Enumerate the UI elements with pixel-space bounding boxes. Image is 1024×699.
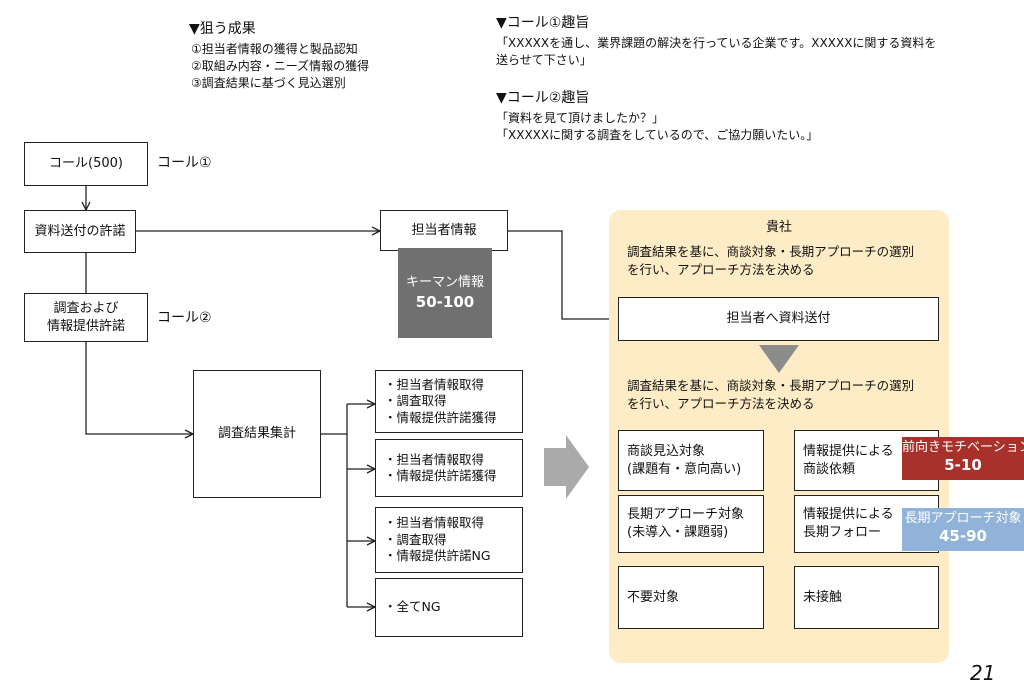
keyman-box: キーマン情報 50-100 — [398, 248, 492, 338]
call-2-label: コール② — [157, 310, 212, 326]
badge-label: 前向きモチベーション — [902, 440, 1024, 455]
row-text: 情報提供による — [803, 507, 894, 523]
client-desc: 調査結果を基に、商談対象・長期アプローチの選別 を行い、アプローチ方法を決める — [627, 243, 914, 278]
goal-item: ②取組み内容・ニーズ情報の獲得 — [191, 58, 370, 73]
consent-box: 資料送付の許諾 — [24, 210, 136, 253]
row-text: 未接触 — [803, 589, 843, 605]
client-title: 貴社 — [765, 220, 792, 235]
outcome-box-1: ・担当者情報取得 ・調査取得 ・情報提供許諾獲得 — [375, 370, 523, 433]
goal-item: ①担当者情報の獲得と製品認知 — [191, 42, 358, 56]
contact-info-box: 担当者情報 — [380, 210, 508, 251]
row-text: 長期アプローチ対象 — [627, 507, 745, 523]
outcome-item: ・全てNG — [384, 599, 441, 615]
keyman-value: 50-100 — [415, 293, 475, 312]
send-material-box: 担当者へ資料送付 — [618, 297, 939, 341]
call1-title: ▼コール①趣旨 — [496, 15, 590, 31]
call1-line: 送らせて下さい」 — [496, 52, 592, 67]
outcome-item: ・情報提供許諾獲得 — [384, 409, 497, 425]
outcome-item: ・情報提供許諾獲得 — [384, 468, 497, 483]
aggregate-box: 調査結果集計 — [193, 370, 321, 498]
outcome-item: ・担当者情報取得 — [384, 376, 485, 392]
outcome-item: ・担当者情報取得 — [384, 451, 485, 467]
badge-value: 5-10 — [944, 456, 982, 475]
row-1-left-box: 商談見込対象 (課題有・意向高い) — [618, 430, 764, 491]
goal-item: ③調査結果に基づく見込選別 — [191, 75, 346, 90]
survey-consent-box: 調査および 情報提供許諾 — [24, 293, 148, 342]
client-desc-2: 調査結果を基に、商談対象・長期アプローチの選別 を行い、アプローチ方法を決める — [627, 377, 914, 412]
badge-label: 長期アプローチ対象 — [904, 511, 1022, 526]
call2-title: ▼コール②趣旨 — [496, 90, 590, 106]
down-triangle-icon — [759, 345, 799, 373]
client-desc-line: 調査結果を基に、商談対象・長期アプローチの選別 — [627, 244, 915, 259]
row-text: 情報提供による — [803, 443, 894, 459]
badge-value: 45-90 — [939, 527, 987, 546]
keyman-label: キーマン情報 — [405, 275, 484, 290]
row-text: 商談見込対象 — [627, 443, 706, 459]
outcome-item: ・調査取得 — [384, 531, 447, 547]
row-text: (課題有・意向高い) — [627, 461, 742, 477]
row-3-right-box: 未接触 — [794, 566, 939, 629]
call-box: コール(500) — [24, 142, 148, 186]
call1-text: 「XXXXXを通し、業界課題の解決を行っている企業です。XXXXXに関する資料を… — [496, 35, 936, 69]
motivation-badge: 前向きモチベーション 5-10 — [902, 437, 1024, 480]
outcome-box-4: ・全てNG — [375, 578, 523, 637]
big-right-arrow-icon — [544, 435, 589, 499]
call1-line: 「XXXXXを通し、業界課題の解決を行っている企業です。XXXXXに関する資料を — [496, 36, 937, 50]
client-desc-line: を行い、アプローチ方法を決める — [627, 395, 815, 411]
row-3-left-box: 不要対象 — [618, 566, 764, 629]
row-2-left-box: 長期アプローチ対象 (未導入・課題弱) — [618, 495, 764, 553]
row-text: 不要対象 — [627, 589, 680, 605]
long-term-badge: 長期アプローチ対象 45-90 — [902, 508, 1024, 551]
row-text: 商談依頼 — [803, 461, 856, 477]
client-desc-line: 調査結果を基に、商談対象・長期アプローチの選別 — [627, 378, 915, 393]
outcome-box-2: ・担当者情報取得 ・情報提供許諾獲得 — [375, 439, 523, 497]
outcome-item: ・情報提供許諾NG — [384, 548, 491, 564]
call2-text: 「資料を見て頂けましたか？」 「XXXXXに関する調査をしているので、ご協力願い… — [496, 110, 818, 144]
outcome-item: ・担当者情報取得 — [384, 515, 485, 531]
survey-line: 情報提供許諾 — [46, 318, 125, 334]
client-desc-line: を行い、アプローチ方法を決める — [627, 261, 815, 277]
row-text: 長期フォロー — [803, 525, 882, 540]
survey-line: 調査および — [53, 300, 119, 316]
row-text: (未導入・課題弱) — [627, 525, 729, 540]
arrow-contact-to-send — [508, 230, 618, 319]
outcome-item: ・調査取得 — [384, 393, 447, 409]
page-number: 21 — [970, 661, 996, 685]
arrow-survey-to-aggregate — [85, 342, 193, 434]
call2-line: 「資料を見て頂けましたか？」 — [496, 111, 665, 125]
call2-line: 「XXXXXに関する調査をしているので、ご協力願いたい。」 — [496, 127, 819, 142]
call-1-label: コール① — [157, 155, 212, 171]
outcome-box-3: ・担当者情報取得 ・調査取得 ・情報提供許諾NG — [375, 507, 523, 573]
goals-list: ①担当者情報の獲得と製品認知 ②取組み内容・ニーズ情報の獲得 ③調査結果に基づく… — [191, 41, 369, 91]
goals-title: ▼狙う成果 — [189, 21, 256, 37]
